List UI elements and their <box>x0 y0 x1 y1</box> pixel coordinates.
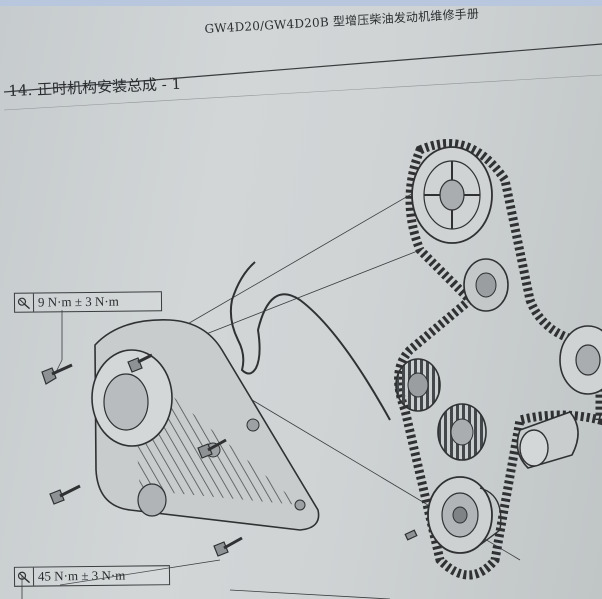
camshaft-pulley <box>411 146 493 244</box>
torque-wrench-icon <box>14 293 35 312</box>
crankshaft-sprocket <box>437 403 487 461</box>
injection-pump-pulley <box>559 325 602 395</box>
top-band <box>0 0 602 6</box>
timing-belt <box>394 139 602 580</box>
torque-wrench-icon <box>14 567 35 586</box>
torque-spec-lower: 45 N·m ± 3 N·m <box>13 565 171 587</box>
bolts <box>41 353 418 557</box>
idler-pulley-upper <box>463 258 509 312</box>
idler-pulley-left <box>395 358 441 412</box>
bolt-top-left <box>41 363 73 385</box>
tensioner-roller <box>516 411 579 469</box>
gasket-seal <box>229 261 391 421</box>
timing-cover <box>91 319 320 531</box>
bolt-bottom <box>213 536 243 557</box>
torque-spec-upper: 9 N·m ± 3 N·m <box>13 291 163 313</box>
bolt-center <box>197 438 227 459</box>
torque-value-upper: 9 N·m ± 3 N·m <box>37 293 119 310</box>
torque-value-lower: 45 N·m ± 3 N·m <box>37 567 126 584</box>
bolt-upper-mid <box>127 353 153 373</box>
crankshaft-pulley <box>427 476 502 554</box>
bolt-lower-left <box>49 484 81 505</box>
dowel-pin <box>404 529 418 541</box>
